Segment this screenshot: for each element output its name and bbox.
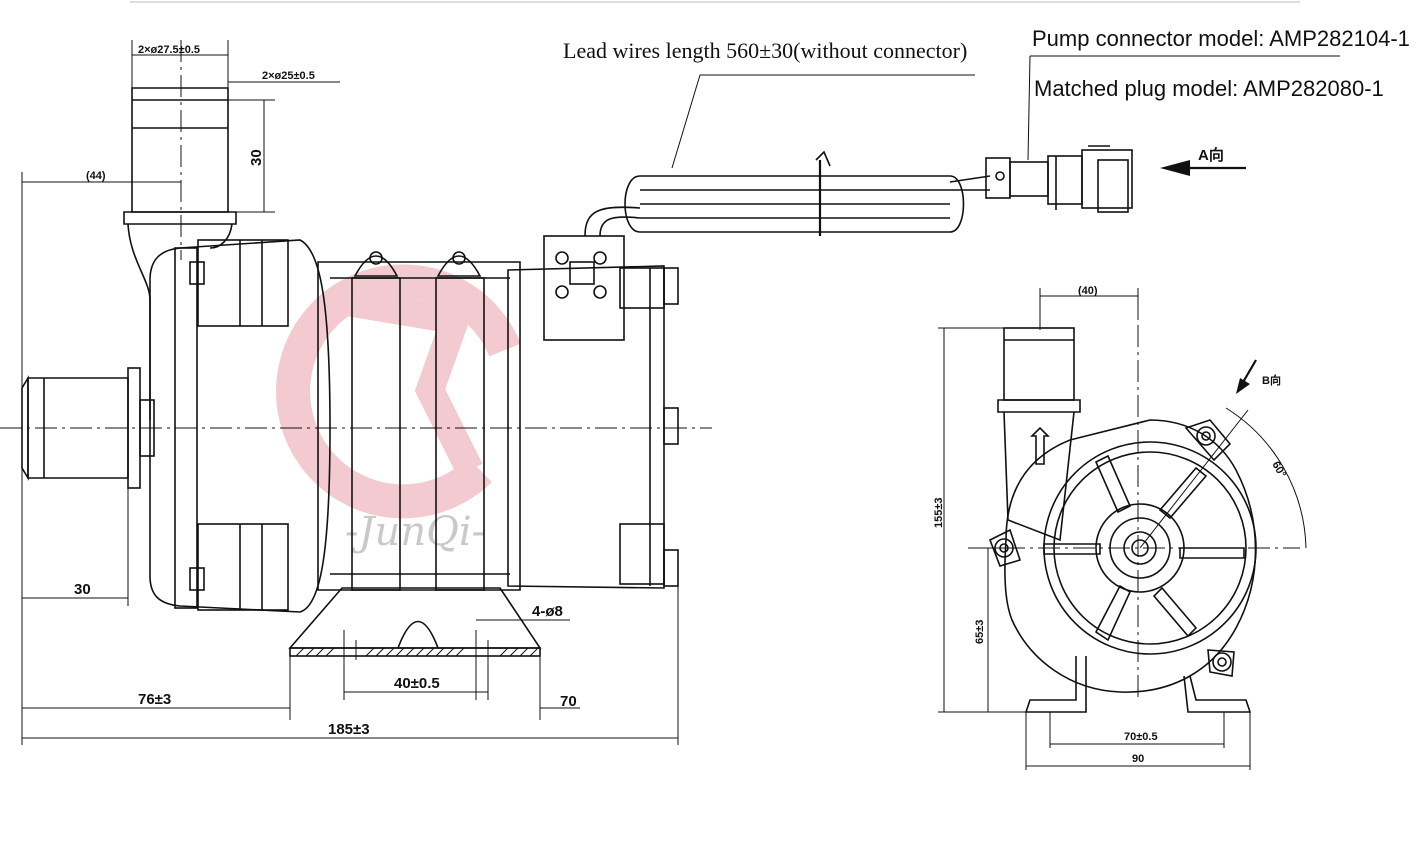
motor-body (317, 261, 521, 591)
dim-inlet-length: 30 (74, 581, 91, 598)
left-foot (1024, 656, 1087, 713)
dim-hole-spacing: 40±0.5 (394, 675, 440, 692)
dim-inlet-to-base: 76±3 (138, 691, 171, 708)
matched-plug-note: Matched plug model: AMP282080-1 (1034, 76, 1384, 101)
watermark-logo (276, 264, 521, 519)
dim-overall-height: 155±3 (933, 497, 945, 528)
pump-connector-note: Pump connector model: AMP282104-1 (1032, 26, 1410, 51)
rear-cap (507, 265, 665, 589)
right-foot (1183, 675, 1252, 713)
dim-outlet-inner: 2×ø25±0.5 (262, 70, 315, 82)
scroll-housing (1004, 419, 1257, 693)
outlet-pipe (131, 87, 229, 213)
dim-mount-holes: 4-ø8 (532, 603, 563, 620)
view-a-label: A向 (1198, 146, 1224, 164)
lead-wires (584, 206, 641, 237)
dim-end-outlet-offset: (40) (1078, 285, 1098, 297)
dim-base-width: 70 (560, 693, 577, 710)
watermark-text: -JunQi- (345, 509, 485, 555)
dim-foot-spacing: 70±0.5 (1124, 731, 1158, 743)
end-view (938, 288, 1307, 770)
dim-outlet-outer: 2×ø27.5±0.5 (138, 44, 200, 56)
dim-outlet-offset: (44) (86, 170, 106, 182)
lead-wires-note: Lead wires length 560±30(without connect… (563, 38, 967, 63)
side-view (0, 40, 1340, 745)
view-b-label: B向 (1262, 373, 1281, 387)
dim-foot-width: 90 (1132, 753, 1144, 765)
mounting-base (288, 587, 542, 649)
dim-angle: 60° (1269, 460, 1288, 480)
dim-outlet-height: 30 (248, 149, 265, 166)
wire-connector-plug (985, 145, 1133, 213)
dim-center-height: 65±3 (974, 620, 986, 644)
dim-overall-length: 185±3 (328, 721, 370, 738)
pump-connector (543, 235, 625, 341)
